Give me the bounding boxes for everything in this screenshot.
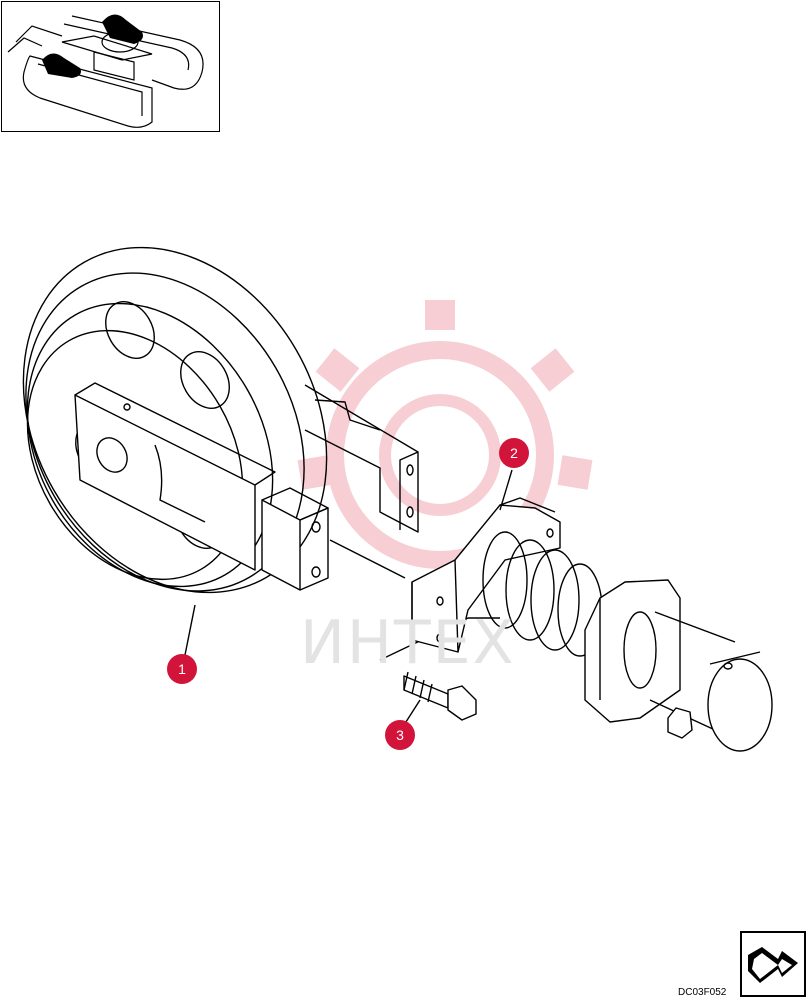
callout-2[interactable]: 2 (499, 438, 529, 468)
leader-1 (184, 604, 196, 656)
bolt (403, 671, 477, 721)
callout-1[interactable]: 1 (167, 654, 197, 684)
watermark-text: ИНТЕХ (300, 608, 516, 678)
arrow-icon (748, 947, 798, 983)
next-page-arrow-icon[interactable] (740, 931, 806, 997)
alignment-line (329, 539, 406, 579)
callout-3[interactable]: 3 (385, 720, 415, 750)
leader-2 (499, 469, 513, 511)
locator-inset (1, 1, 220, 132)
watermark-gear-logo (297, 300, 593, 569)
recoil-spring-assembly (411, 497, 773, 752)
figure-code: DC03F052 (678, 987, 727, 998)
idler-wheel (22, 246, 419, 594)
locator-undercarriage-drawing (7, 14, 204, 128)
bolt-leader-line (379, 617, 500, 661)
